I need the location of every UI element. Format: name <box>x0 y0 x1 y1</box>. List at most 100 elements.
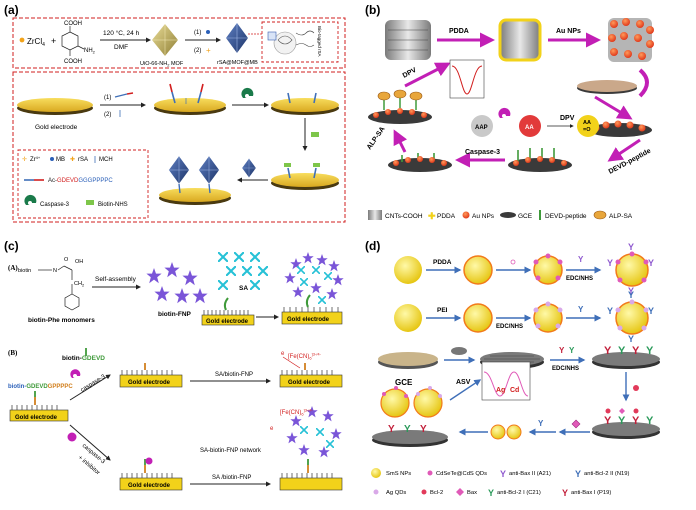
sms-pdda <box>463 255 493 285</box>
panel-c-letter: (c) <box>4 239 19 253</box>
pei-label: PEI <box>437 307 448 314</box>
panel-c: (c) (A) biotin N OH O CH2 biotin-Phe mon… <box>4 239 344 491</box>
devd-arrow <box>607 138 641 162</box>
caspase-branch-label: caspase-3 <box>80 374 107 394</box>
svg-text:Y: Y <box>618 345 626 357</box>
aa-label: AA <box>525 125 534 131</box>
pdda-d-label: PDDA <box>433 259 452 266</box>
svg-text:Y: Y <box>420 424 427 435</box>
svg-text:Y: Y <box>578 255 584 264</box>
svg-text:Y: Y <box>607 258 613 268</box>
mof-label: UiO-66-NH2 MOF <box>140 61 184 68</box>
self-assembly-label: Self-assembly <box>95 276 137 283</box>
aunps-step: Au NPs <box>556 28 581 35</box>
legend-d: SmS NPs CdSeTe@CdS QDs Y anti-Bax II (A2… <box>371 468 629 498</box>
panel-b: (b) PDDA Au NPs <box>365 3 654 221</box>
legend-mch: MCH <box>99 157 113 163</box>
aap-label: AAP <box>475 125 488 131</box>
gold-electrode-label: Gold electrode <box>35 124 78 131</box>
sms-np-2 <box>394 304 422 332</box>
electron-1: e <box>281 351 285 357</box>
network-label: SA-biotin-FNP network <box>200 448 262 454</box>
electrode-frame <box>12 71 346 223</box>
svg-text:Y: Y <box>562 488 568 498</box>
panel-a: (a) ZrCl4 + COOH COOH NH2 120 °C, 24 h D… <box>4 3 346 223</box>
gold-label-4: Gold electrode <box>128 380 171 386</box>
svg-text:Y: Y <box>607 306 613 316</box>
svg-text:Y: Y <box>569 346 575 355</box>
rsa-mof-mb-label: rSA@MOF@MB <box>217 60 258 66</box>
sms-qd-conjugate-1 <box>533 253 563 285</box>
gce-label: GCE <box>395 378 413 387</box>
bio-tagged-rsa-label: Bio-tagged rSA <box>317 26 322 57</box>
legend-cnts: CNTs-COOH <box>385 213 423 220</box>
legend-aunps: Au NPs <box>472 213 495 220</box>
svg-text:Y: Y <box>628 334 634 344</box>
svg-text:Y: Y <box>488 488 494 498</box>
sa-cluster <box>218 252 268 290</box>
cd-peak-label: Cd <box>510 387 519 394</box>
rsa-mof-mb-octahedron <box>225 22 249 54</box>
dpv-curve-plot <box>449 59 485 99</box>
fnp-label: biotin-FNP <box>158 311 192 318</box>
svg-text:✚: ✚ <box>70 156 75 163</box>
legend-mb: MB <box>56 157 65 163</box>
part-b-label: (B) <box>8 349 18 357</box>
gold-electrode-3 <box>271 92 339 115</box>
edc-label-1: EDC/NHS <box>566 276 593 282</box>
svg-text:Y: Y <box>648 258 654 268</box>
legend-peptide: Ac-GDEVDGGGPPPPC <box>48 178 113 184</box>
gold-label-1: Gold electrode <box>206 319 249 325</box>
svg-text:Y: Y <box>632 345 640 357</box>
gold-electrode-4 <box>271 163 339 190</box>
gold-label-6: Gold electrode <box>128 483 171 489</box>
zr-dot <box>19 37 25 43</box>
svg-text:Y: Y <box>500 469 506 479</box>
synthesis-solvent: DMF <box>114 44 128 51</box>
sa-label: SA <box>239 285 248 292</box>
svg-text:✛: ✛ <box>22 156 27 163</box>
devd-step: DEVD-peptide <box>608 148 653 176</box>
svg-text:Y: Y <box>604 345 612 357</box>
aap-cycle: AAP AA DPV AA =O <box>471 107 599 137</box>
cleaved-electrode <box>388 153 452 172</box>
svg-text:+: + <box>51 36 56 46</box>
electron-2: e <box>270 426 274 432</box>
alp-step: ALP-SA <box>366 126 387 151</box>
legend-a: ✛ Zr4+ MB ✚ rSA MCH Ac-GDEVDGGGPPPPC Cas… <box>22 155 128 208</box>
biotin-phe-structure <box>38 265 80 311</box>
rsa-mof-incoming <box>241 158 257 178</box>
caspase-pacman-icon <box>241 87 254 98</box>
c-electrode-cleaved <box>85 348 183 388</box>
legend-gce: GCE <box>518 213 533 220</box>
bio-tagged-rsa-inset <box>267 30 315 55</box>
modify-arrow <box>594 95 633 120</box>
probe-small-1 <box>506 424 522 440</box>
gold-label-5: Gold electrode <box>288 380 331 386</box>
legend-a-frame <box>17 149 149 219</box>
legend-biotin: Biotin-NHS <box>98 202 128 208</box>
legend-sms: SmS NPs <box>386 471 411 477</box>
cloud-drop-icon <box>451 347 467 355</box>
legend-b: CNTs-COOH ✚ PDDA Au NPs GCE DEVD-peptide… <box>368 210 633 221</box>
legend-caspase: Caspase-3 <box>40 202 70 208</box>
edc-label-2: EDC/NHS <box>496 324 523 330</box>
svg-text:Y: Y <box>578 305 584 314</box>
legend-pdda: PDDA <box>437 213 456 220</box>
antigen-dot <box>633 385 639 391</box>
panel-d-letter: (d) <box>365 239 380 253</box>
svg-text:Y: Y <box>632 415 640 427</box>
cooh-top: COOH <box>64 21 82 27</box>
svg-text:Y: Y <box>648 306 654 316</box>
asv-label: ASV <box>456 379 471 386</box>
aa-ox-label2: =O <box>583 127 591 133</box>
zrcl4-label: ZrCl4 <box>27 37 45 48</box>
panel-a-letter: (a) <box>4 3 19 17</box>
monomers-label: biotin-Phe monomers <box>28 317 95 324</box>
o-atom: O <box>64 257 69 263</box>
legend-zr: Zr4+ <box>30 155 41 163</box>
probe-small-2 <box>490 424 506 440</box>
